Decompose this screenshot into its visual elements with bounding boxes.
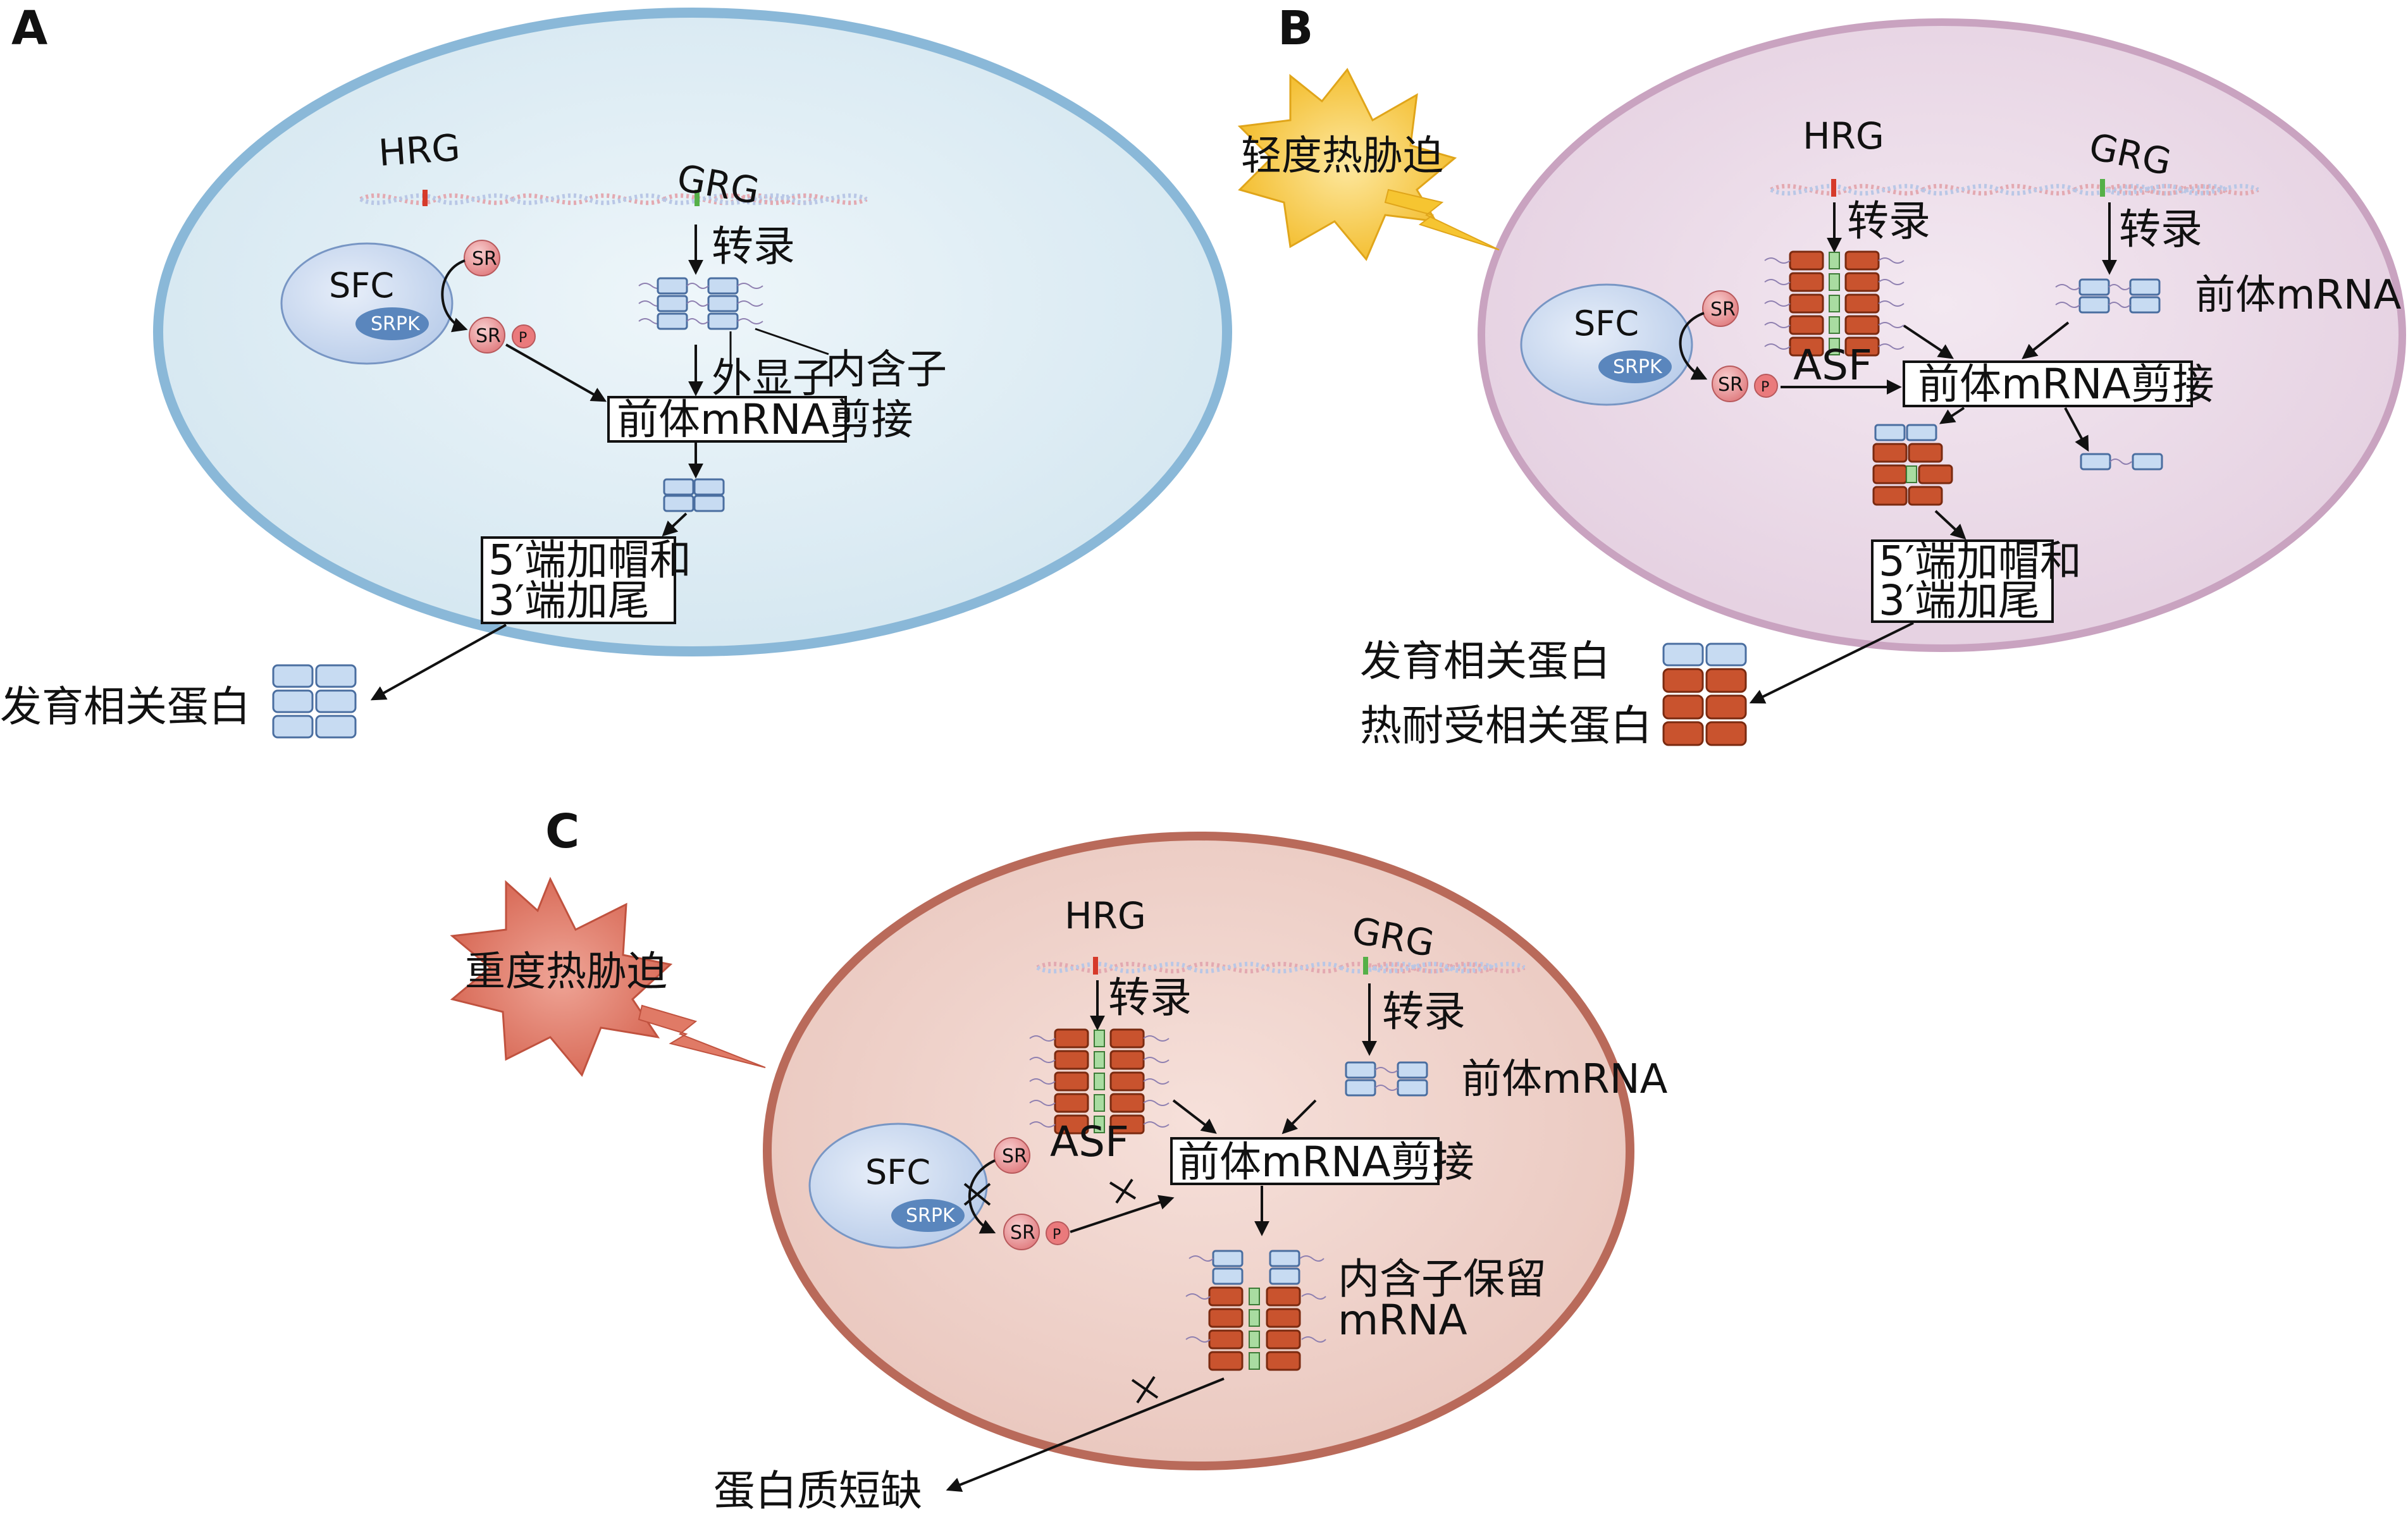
sr-label-a: SR <box>472 248 497 270</box>
transcription-grg-c: 转录 <box>1382 987 1466 1036</box>
protein-stack-a <box>272 664 357 739</box>
intron-retained-mrna-c <box>1185 1250 1326 1371</box>
mild-stress-label: 轻度热胁迫 <box>1241 133 1443 180</box>
sr-p-label-b: SR <box>1718 374 1743 396</box>
srpk-a <box>355 307 429 340</box>
output1-label-b: 发育相关蛋白 <box>1360 637 1610 686</box>
output2-label-b: 热耐受相关蛋白 <box>1360 701 1652 750</box>
splicing-label-a: 前体mRNA剪接 <box>617 395 913 444</box>
sr-protein-a <box>464 240 500 276</box>
panel-a: A HRG GRG 转录 外显子 内含子 SFC SRPK SR SR P <box>0 1 1232 739</box>
asf-label-b: ASF <box>1793 341 1872 390</box>
sr-phospho-a <box>469 317 505 354</box>
mild-stress-burst <box>1237 68 1457 261</box>
sr-label-b: SR <box>1710 298 1736 321</box>
capping-box-b <box>1871 539 2054 623</box>
phosphate-label-a: P <box>519 330 527 346</box>
phosphate-label-b: P <box>1761 379 1769 395</box>
capping-box-a <box>481 536 676 624</box>
splicing-box-c <box>1170 1137 1440 1185</box>
exon-label-a: 外显子 <box>712 355 833 402</box>
transcription-grg-b: 转录 <box>2119 205 2202 254</box>
splicing-label-c: 前体mRNA剪接 <box>1178 1138 1474 1186</box>
sfc-label-b: SFC <box>1574 304 1639 343</box>
sr-p-label-a: SR <box>476 325 501 347</box>
panel-c: C 重度热胁迫 HRG GRG 转录 ASF 转录 前体mRNA S <box>450 804 1668 1514</box>
sfc-label-a: SFC <box>329 266 394 305</box>
lightning-bolt-c <box>638 1004 766 1068</box>
intron-removed-b <box>2080 453 2163 471</box>
capping-line2-a: 3′端加尾 <box>488 576 650 625</box>
srpk-label-c: SRPK <box>906 1205 956 1227</box>
panel-b-letter: B <box>1278 1 1313 56</box>
sr-label-c: SR <box>1002 1145 1027 1167</box>
block-mark-splicing <box>1109 1178 1137 1204</box>
phospho-arrow-a <box>441 259 468 333</box>
sr-phospho-b <box>1712 366 1748 402</box>
hrg-label-a: HRG <box>377 126 461 175</box>
retained-label-line1-c: 内含子保留 <box>1338 1255 1547 1303</box>
capping-line2-b: 3′端加尾 <box>1879 576 2040 625</box>
srpk-label-b: SRPK <box>1613 356 1663 378</box>
sfc-complex-b <box>1520 283 1693 406</box>
panel-a-letter: A <box>11 1 47 56</box>
capping-line1-a: 5′端加帽和 <box>488 536 691 584</box>
severe-stress-label: 重度热胁迫 <box>465 949 667 995</box>
pre-mrna-label-c: 前体mRNA <box>1461 1056 1668 1103</box>
srpk-c <box>891 1199 965 1232</box>
output-label-c: 蛋白质短缺 <box>713 1467 922 1514</box>
sr-protein-c <box>994 1137 1030 1174</box>
intron-label-a: 内含子 <box>825 347 947 393</box>
phosphate-c <box>1046 1221 1070 1245</box>
dna-strand-c <box>1037 957 1524 975</box>
phosphate-b <box>1754 374 1778 398</box>
sfc-label-c: SFC <box>865 1152 930 1192</box>
pre-mrna-label-b: 前体mRNA <box>2195 272 2402 319</box>
transcription-hrg-b: 转录 <box>1847 197 1930 245</box>
pre-mrna-c <box>1345 1061 1428 1097</box>
block-mark-translation <box>1131 1376 1159 1404</box>
srpk-b <box>1598 350 1672 383</box>
lightning-bolt-b <box>1384 188 1500 250</box>
capping-line1-b: 5′端加帽和 <box>1879 537 2082 586</box>
splicing-box-a <box>607 396 847 443</box>
cell-b <box>1478 18 2406 652</box>
output-label-a: 发育相关蛋白 <box>0 682 250 731</box>
retained-label-line2-c: mRNA <box>1338 1296 1467 1345</box>
transcription-label-a: 转录 <box>712 222 795 271</box>
srpk-label-a: SRPK <box>371 313 421 335</box>
block-mark-phospho <box>963 1183 991 1206</box>
panel-c-letter: C <box>545 804 579 859</box>
transcription-hrg-c: 转录 <box>1108 973 1192 1022</box>
severe-stress-burst <box>450 877 673 1077</box>
hrg-label-b: HRG <box>1803 114 1884 157</box>
splicing-label-b: 前体mRNA剪接 <box>1918 360 2214 409</box>
hrg-label-c: HRG <box>1065 894 1146 937</box>
phosphate-label-c: P <box>1053 1227 1061 1243</box>
cell-a <box>153 8 1232 656</box>
pre-mrna-b <box>2055 278 2161 314</box>
splicing-box-b <box>1903 360 2193 407</box>
panel-b: B 轻度热胁迫 HRG GRG 转录 ASF 转录 前体mRNA <box>1237 1 2406 750</box>
dna-strand-a <box>361 190 867 206</box>
sr-phospho-c <box>1003 1214 1040 1250</box>
sr-protein-b <box>1702 290 1739 327</box>
protein-stack-b <box>1662 643 1747 746</box>
dna-strand-b <box>1771 179 2258 197</box>
asf-label-c: ASF <box>1050 1117 1129 1166</box>
phosphate-a <box>512 324 536 348</box>
sr-p-label-c: SR <box>1010 1222 1035 1244</box>
